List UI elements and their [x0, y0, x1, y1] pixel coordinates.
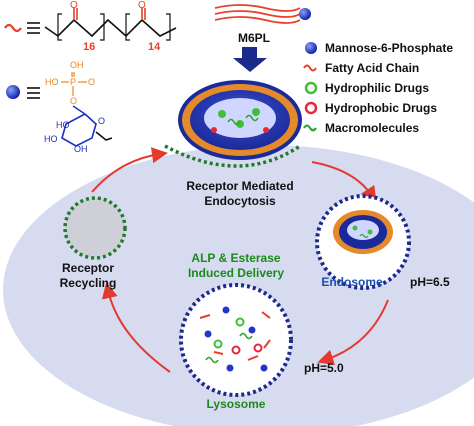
- m6pl-liposome: [178, 80, 302, 160]
- legend-label-fatty-acid: Fatty Acid Chain: [325, 61, 419, 75]
- endosome-label: Endosome: [321, 275, 383, 289]
- arrow-to-membrane: [91, 147, 168, 193]
- arrow-to-lysosome: [317, 299, 389, 366]
- m6pl-label: M6PL: [238, 31, 270, 45]
- carbonyl-o1: O: [70, 0, 78, 11]
- sugar-ring-o: O: [98, 116, 105, 126]
- lipid-structure: O O 16 14: [4, 0, 177, 53]
- red-wavy-line-icon: [303, 64, 317, 72]
- equivalence-sign-icon: [27, 22, 40, 34]
- legend: Mannose-6-Phosphate Fatty Acid Chain Hyd…: [303, 41, 453, 135]
- recycling-vesicle: [63, 196, 127, 260]
- down-arrow-icon: [233, 47, 267, 72]
- sugar-ho-2: HO: [44, 134, 58, 144]
- ph-endosome-label: pH=6.5: [410, 275, 450, 289]
- legend-label-hydrophobic: Hydrophobic Drugs: [325, 101, 437, 115]
- repeat-count-14: 14: [148, 41, 161, 53]
- legend-label-hydrophilic: Hydrophilic Drugs: [325, 81, 429, 95]
- arrow-to-recycling: [101, 282, 171, 373]
- legend-label-macromolecules: Macromolecules: [325, 121, 419, 135]
- endosome: [315, 194, 411, 290]
- green-ring-icon: [304, 81, 318, 95]
- phosphate-p: P: [70, 77, 76, 87]
- blue-sphere-symbol-icon: [6, 85, 20, 99]
- carbonyl-o2: O: [138, 0, 146, 11]
- phosphate-o-right: O: [88, 77, 95, 87]
- ph-lysosome-label: pH=5.0: [304, 361, 344, 375]
- endocytosis-label-line1: Receptor Mediated: [186, 179, 293, 193]
- mannose-phosphate-structure: HO P OH O O HO HO OH O: [6, 60, 113, 154]
- lysosome-label: Lysosome: [207, 397, 266, 411]
- m6pl-icon: [214, 4, 311, 24]
- phosphate-o-top: OH: [70, 60, 84, 70]
- receptor-membrane-pit: [164, 144, 301, 168]
- phosphate-o-bottom: O: [70, 96, 77, 106]
- delivery-label-line1: ALP & Esterase: [191, 251, 280, 265]
- delivery-label-line2: Induced Delivery: [188, 266, 284, 280]
- green-swirl-icon: [303, 124, 317, 132]
- red-ring-icon: [304, 101, 318, 115]
- lysosome: [179, 283, 293, 397]
- phosphate-ho: HO: [45, 77, 59, 87]
- recycling-label-line1: Receptor: [62, 261, 114, 275]
- blue-sphere-icon: [305, 42, 317, 54]
- fatty-chain-symbol-icon: [4, 23, 22, 33]
- recycling-label-line2: Recycling: [60, 276, 117, 290]
- legend-label-mannose: Mannose-6-Phosphate: [325, 41, 453, 55]
- arrow-to-endosome: [311, 161, 377, 203]
- repeat-count-16: 16: [83, 41, 95, 53]
- sugar-oh: OH: [74, 144, 88, 154]
- sugar-ho-1: HO: [56, 120, 70, 130]
- endocytosis-label-line2: Endocytosis: [204, 194, 276, 208]
